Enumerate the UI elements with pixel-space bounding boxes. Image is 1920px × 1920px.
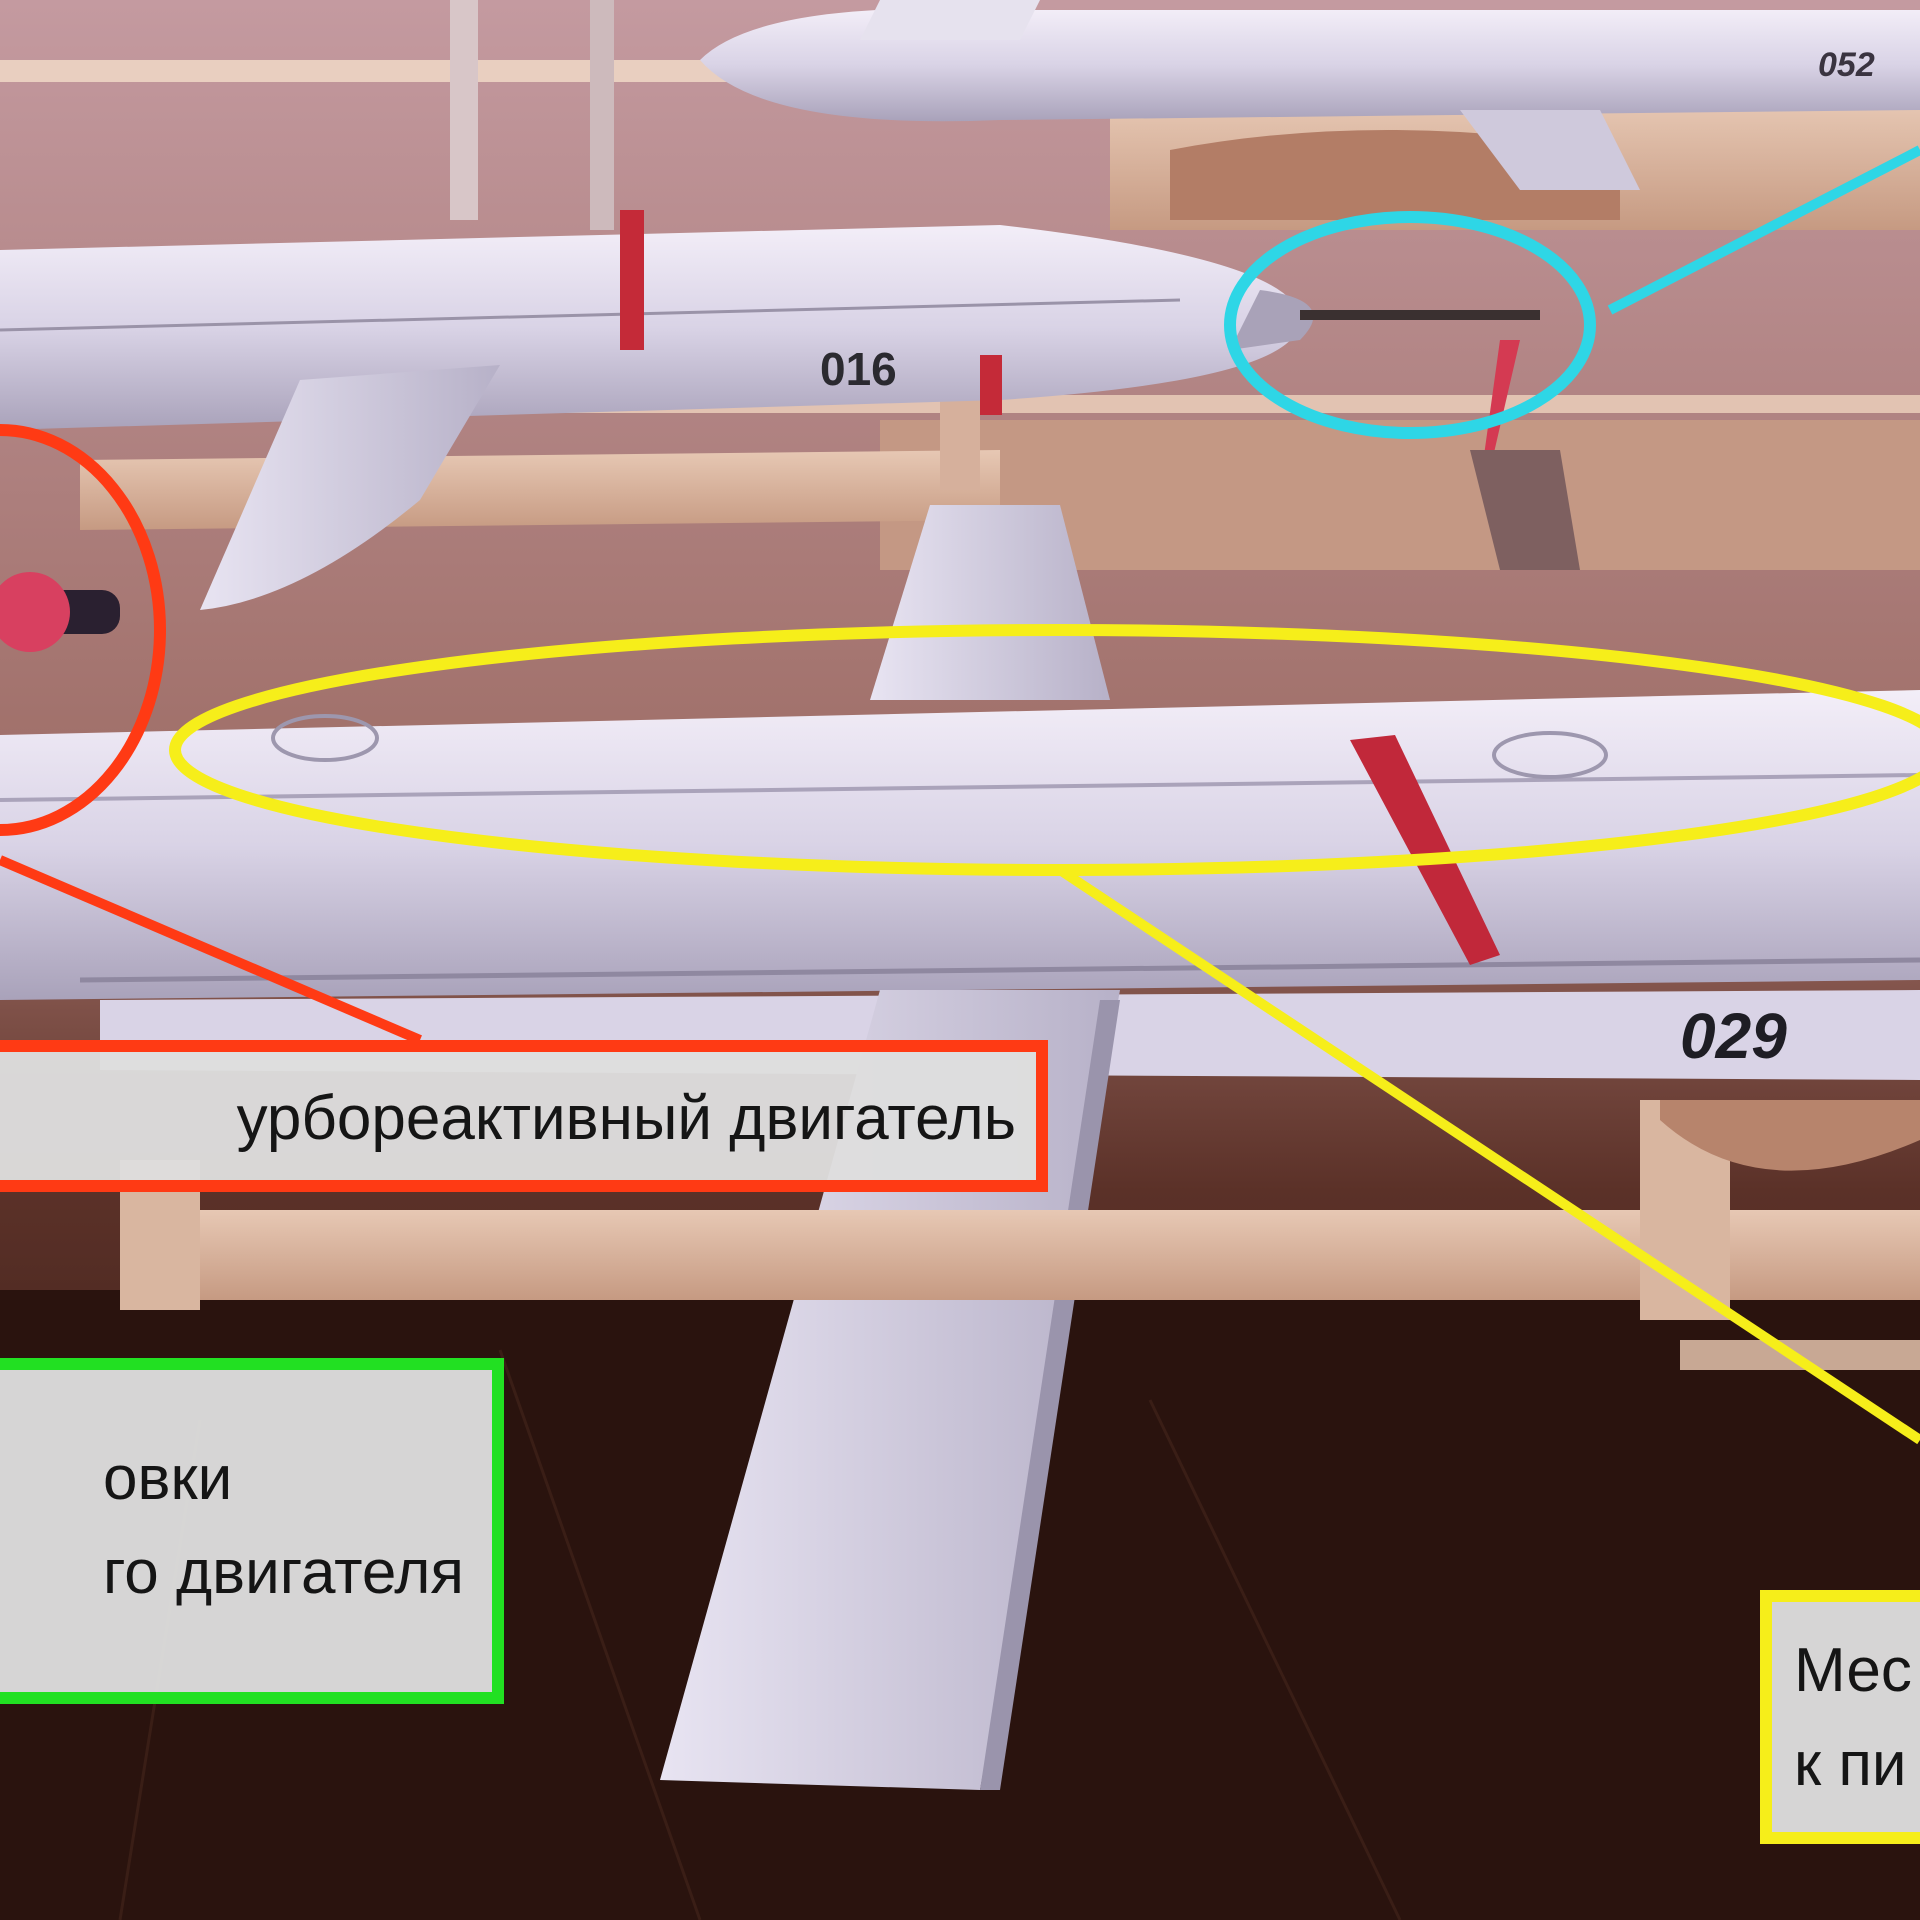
callout-engine-text: урбореактивный двигатель <box>236 1084 1016 1153</box>
uav-016 <box>0 210 1314 610</box>
callout-suspension-points-text: Мес к пи <box>1794 1636 1912 1799</box>
engine-highlight-circle <box>0 424 166 836</box>
callout-suspension-points: Мес к пи <box>1760 1590 1920 1844</box>
fairing-highlight-circle <box>1224 211 1596 439</box>
callout-engine-mount: овки го двигателя <box>0 1358 504 1704</box>
callout-engine: урбореактивный двигатель <box>0 1040 1048 1192</box>
fairing-detail <box>1300 310 1580 570</box>
airframe-number-029: 029 <box>1680 1000 1787 1072</box>
annotation-overlays <box>0 145 1920 1445</box>
rack-top <box>0 0 1920 570</box>
callout-engine-mount-text: овки го двигателя <box>103 1444 464 1607</box>
hardpoint-leader-line <box>1057 865 1920 1445</box>
engine-leader-line <box>0 855 422 1045</box>
airframe-number-052: 052 <box>1818 46 1875 84</box>
uav-052 <box>700 0 1920 190</box>
remove-before-flight-tag <box>1350 735 1500 965</box>
airframe-number-016: 016 <box>820 343 897 395</box>
fuselage <box>0 690 1920 1000</box>
fairing-leader-line <box>1607 145 1920 315</box>
upper-tail-fin <box>870 505 1110 700</box>
